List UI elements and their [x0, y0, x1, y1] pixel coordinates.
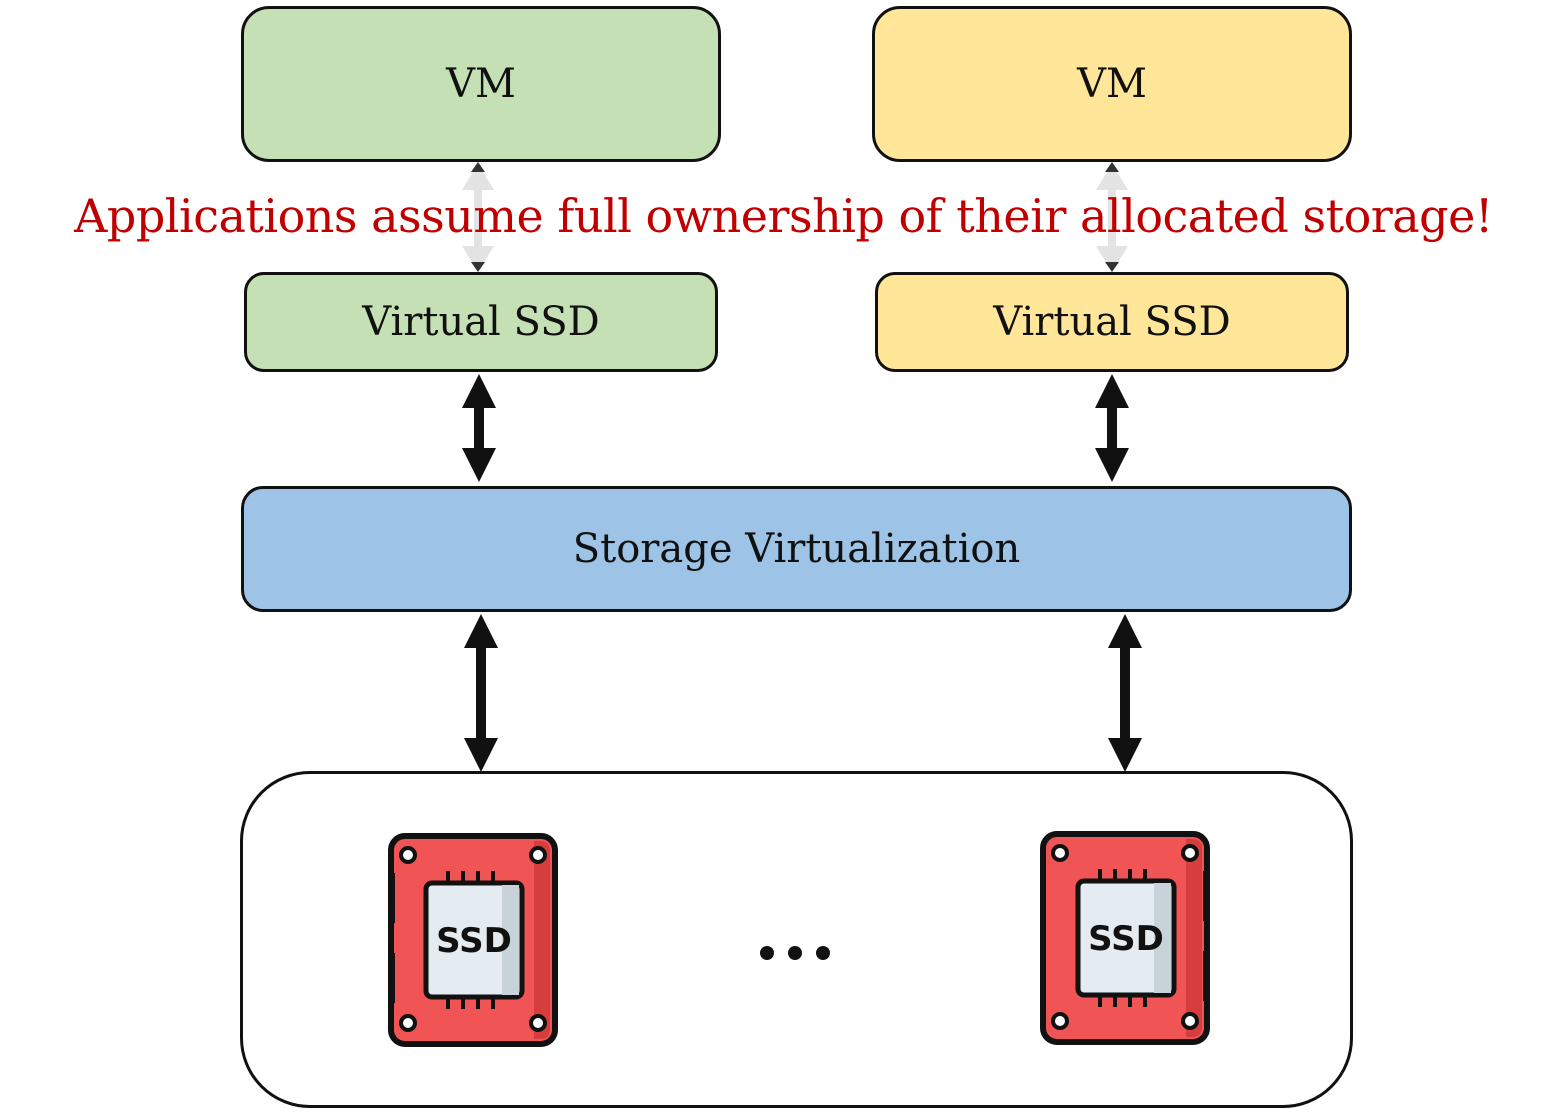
- vm-box-right: VM: [872, 6, 1352, 162]
- vm-to-vssd-arrow-left: [462, 162, 494, 272]
- vm-label-right: VM: [1077, 61, 1147, 107]
- ssd-chip-icon: SSD: [1040, 831, 1210, 1045]
- vssd-to-virtualization-arrow-left: [462, 374, 496, 482]
- ssd-pool-container: [240, 771, 1353, 1108]
- ownership-banner: Applications assume full ownership of th…: [74, 189, 1493, 243]
- virtualization-to-pool-arrow-left: [464, 614, 498, 772]
- vm-box-left: VM: [241, 6, 721, 162]
- virtual-ssd-label-left: Virtual SSD: [362, 299, 600, 345]
- vssd-to-virtualization-arrow-right: [1095, 374, 1129, 482]
- vm-label-left: VM: [446, 61, 516, 107]
- storage-virtualization-label: Storage Virtualization: [572, 526, 1021, 572]
- ssd-label-right: SSD: [1088, 919, 1164, 959]
- ellipsis-icon: [760, 946, 830, 960]
- virtualization-to-pool-arrow-right: [1108, 614, 1142, 772]
- ssd-label-left: SSD: [436, 921, 512, 961]
- ssd-chip-icon: SSD: [388, 833, 558, 1047]
- virtual-ssd-box-right: Virtual SSD: [875, 272, 1349, 372]
- storage-virtualization-box: Storage Virtualization: [241, 486, 1352, 612]
- vm-to-vssd-arrow-right: [1096, 162, 1128, 272]
- virtual-ssd-box-left: Virtual SSD: [244, 272, 718, 372]
- virtual-ssd-label-right: Virtual SSD: [993, 299, 1231, 345]
